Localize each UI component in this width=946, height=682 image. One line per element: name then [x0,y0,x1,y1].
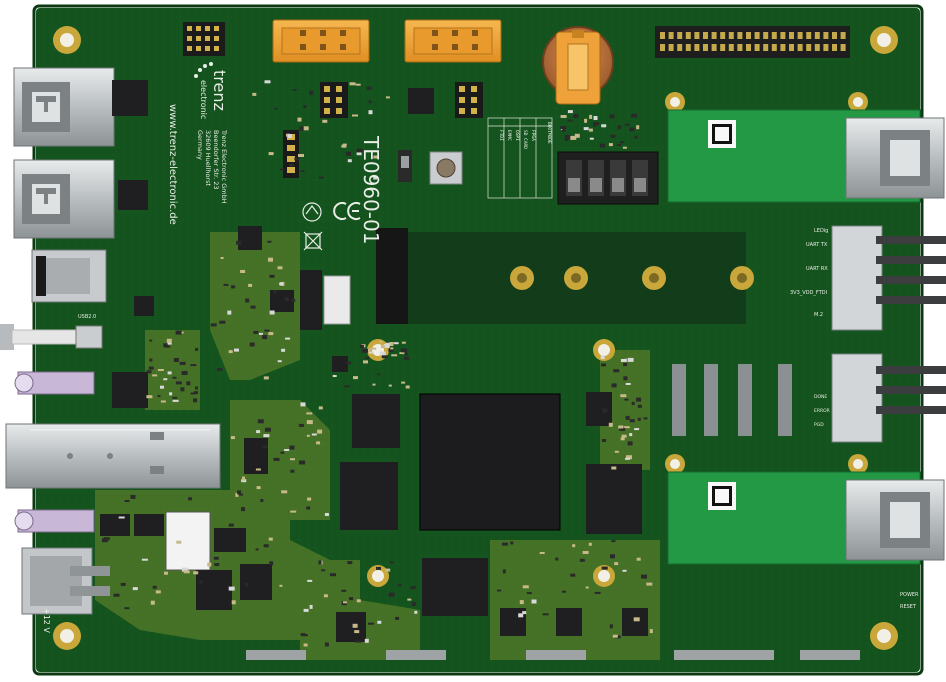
dip-switch [557,151,659,205]
pin-header-j3 [655,26,850,58]
power-inductor-white [165,511,211,571]
m2-label: M.2 [814,312,823,318]
uart-tx-label: UART TX [806,242,828,248]
address-line-2: Beendorfer Str. 23 [212,130,220,190]
m2-module-area [376,228,754,324]
orange-connector-j12 [404,19,502,63]
jst-header [323,275,351,325]
switch-table-emmc: EMMC [506,130,512,141]
power-label: POWER [900,592,919,598]
led-error-label: ERROR [814,408,830,414]
coin-battery [542,26,614,105]
switch-table-ftdi: FTDI [498,130,504,141]
ic-chips [100,80,648,642]
push-button [429,151,463,185]
dc-power-jack [21,547,110,615]
address-line-4: Germany [196,130,204,160]
uart-vdd-label: 3V3_VDD_FTDI [790,290,827,296]
ledig-label: LEDig [814,228,828,234]
mounting-holes [53,26,898,650]
led-pgd-label: PGD [814,422,824,428]
board-title: TE0960-01 [359,135,383,244]
ethernet-jack-4 [845,479,945,561]
ethernet-jack-3 [845,117,945,199]
fpc-connectors [672,364,792,436]
address-line-1: Trenz Electronic GmbH [220,129,228,204]
switch-table-outline [487,117,553,199]
ethernet-jack-2 [13,159,115,239]
brand-url: www.trenz-electronic.de [167,104,178,225]
sfp-cage [5,423,221,489]
brand-sub: electronic [199,80,208,119]
switch-table-sd: SD CARD [522,130,528,149]
address-line-3: 32609 Huellhorst [204,130,212,187]
weee-bin-icon [303,231,323,251]
orange-connector-j13 [272,19,370,63]
coax-connector-1 [14,371,95,395]
supply-label: +12 V [42,608,51,633]
trenz-logo-mark [194,62,213,78]
usb-cable [0,324,103,350]
slide-switch [398,150,412,182]
ce-mark [333,202,361,220]
brand-name: trenz [210,70,229,111]
uart-rx-label: UART RX [806,266,828,272]
passive-components [101,80,653,647]
switch-table-fpga: FPGA [530,130,536,141]
recycle-icon [302,202,322,222]
led-done-label: DONE [814,394,827,400]
bottom-edge-pads [246,650,860,660]
edge-connector-upper [831,225,946,331]
fpga-main [419,393,561,531]
pin-header-jtag [183,22,225,56]
usb-label: USB2.0 [78,314,96,320]
edge-connector-lower [831,353,946,443]
coax-connector-2 [14,509,95,533]
switch-table-qspi: QSPI [514,130,520,141]
sd-card-slot [31,249,107,303]
switch-table-header: BOOTMODE [546,122,552,144]
reset-label: RESET [900,604,917,610]
ethernet-jack-1 [13,67,115,147]
